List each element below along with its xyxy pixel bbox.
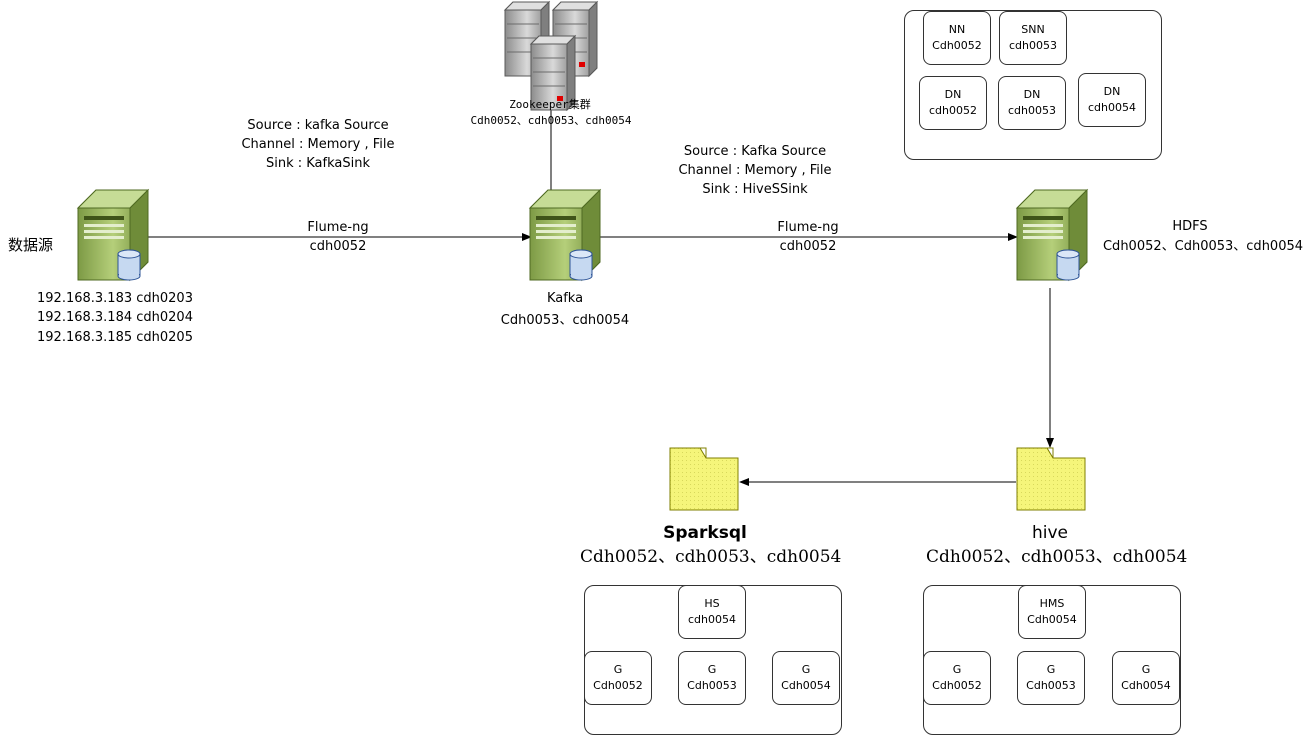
hive-node-g-2: G Cdh0053 [1017, 651, 1085, 705]
node-role: G [801, 663, 811, 676]
source-host-2: 192.168.3.184 cdh0204 [37, 310, 193, 325]
hive-node-g-1: G Cdh0052 [923, 651, 991, 705]
sparksql-title: Sparksql [663, 523, 747, 543]
node-role: G [1141, 663, 1151, 676]
hive-node-hms: HMS Cdh0054 [1018, 585, 1086, 639]
node-host: Cdh0054 [781, 679, 831, 692]
hdfs-node-dn-2: DN cdh0053 [998, 76, 1066, 130]
source-title: 数据源 [8, 236, 54, 254]
node-host: Cdh0053 [1026, 679, 1076, 692]
node-host: cdh0052 [929, 104, 977, 117]
flume2-label: Flume-ng [777, 220, 839, 235]
zookeeper-title: Zookeeper集群 [509, 98, 591, 111]
hdfs-server-icon [1016, 189, 1088, 281]
sparksql-node-hs: HS cdh0054 [678, 585, 746, 639]
hdfs-node-dn-1: DN cdh0052 [919, 76, 987, 130]
node-role: G [707, 663, 717, 676]
node-role: DN [1103, 85, 1121, 98]
flume2-channel-config: Channel : Memory , File [678, 163, 832, 178]
node-host: Cdh0052 [932, 39, 982, 52]
source-host-3: 192.168.3.185 cdh0205 [37, 330, 193, 345]
flume1-sink-config: Sink : KafkaSink [265, 156, 370, 171]
node-host: Cdh0052 [593, 679, 643, 692]
node-role: HMS [1039, 597, 1065, 610]
sparksql-node-g-3: G Cdh0054 [772, 651, 840, 705]
kafka-server-icon [529, 189, 601, 281]
hive-title: hive [1031, 523, 1069, 543]
flume2-sink-config: Sink : HiveSSink [702, 182, 808, 197]
node-role: G [952, 663, 962, 676]
flume1-host: cdh0052 [309, 239, 367, 254]
sparksql-node-g-1: G Cdh0052 [584, 651, 652, 705]
zookeeper-hosts: Cdh0052、cdh0053、cdh0054 [470, 114, 632, 127]
sparksql-node-g-2: G Cdh0053 [678, 651, 746, 705]
hdfs-node-dn-3: DN cdh0054 [1078, 73, 1146, 127]
node-host: cdh0054 [688, 613, 736, 626]
hdfs-hosts: Cdh0052、Cdh0053、cdh0054 [1102, 239, 1304, 254]
kafka-hosts: Cdh0053、cdh0054 [500, 313, 630, 328]
flume1-source-config: Source : kafka Source [247, 118, 389, 133]
hive-folder-icon [1016, 447, 1086, 511]
zookeeper-cluster-icon [504, 1, 598, 111]
node-role: SNN [1021, 23, 1045, 36]
node-role: G [613, 663, 623, 676]
node-host: Cdh0052 [932, 679, 982, 692]
source-host-1: 192.168.3.183 cdh0203 [37, 291, 193, 306]
source-server-icon [77, 189, 149, 281]
hdfs-node-nn: NN Cdh0052 [923, 11, 991, 65]
node-host: cdh0053 [1009, 39, 1057, 52]
node-role: DN [1023, 88, 1041, 101]
sparksql-folder-icon [669, 447, 739, 511]
sparksql-hosts: Cdh0052、cdh0053、cdh0054 [580, 547, 842, 567]
node-role: DN [944, 88, 962, 101]
flume1-channel-config: Channel : Memory , File [241, 137, 395, 152]
hive-node-g-3: G Cdh0054 [1112, 651, 1180, 705]
hdfs-title: HDFS [1172, 219, 1208, 234]
flume2-source-config: Source : Kafka Source [683, 144, 827, 159]
node-role: G [1046, 663, 1056, 676]
node-host: cdh0053 [1008, 104, 1056, 117]
node-role: HS [704, 597, 720, 610]
hdfs-node-snn: SNN cdh0053 [999, 11, 1067, 65]
node-host: Cdh0054 [1027, 613, 1077, 626]
hive-hosts: Cdh0052、cdh0053、cdh0054 [926, 547, 1188, 567]
kafka-title: Kafka [546, 291, 584, 306]
node-role: NN [948, 23, 966, 36]
node-host: Cdh0053 [687, 679, 737, 692]
node-host: Cdh0054 [1121, 679, 1171, 692]
flume1-label: Flume-ng [307, 220, 369, 235]
node-host: cdh0054 [1088, 101, 1136, 114]
flume2-host: cdh0052 [779, 239, 837, 254]
